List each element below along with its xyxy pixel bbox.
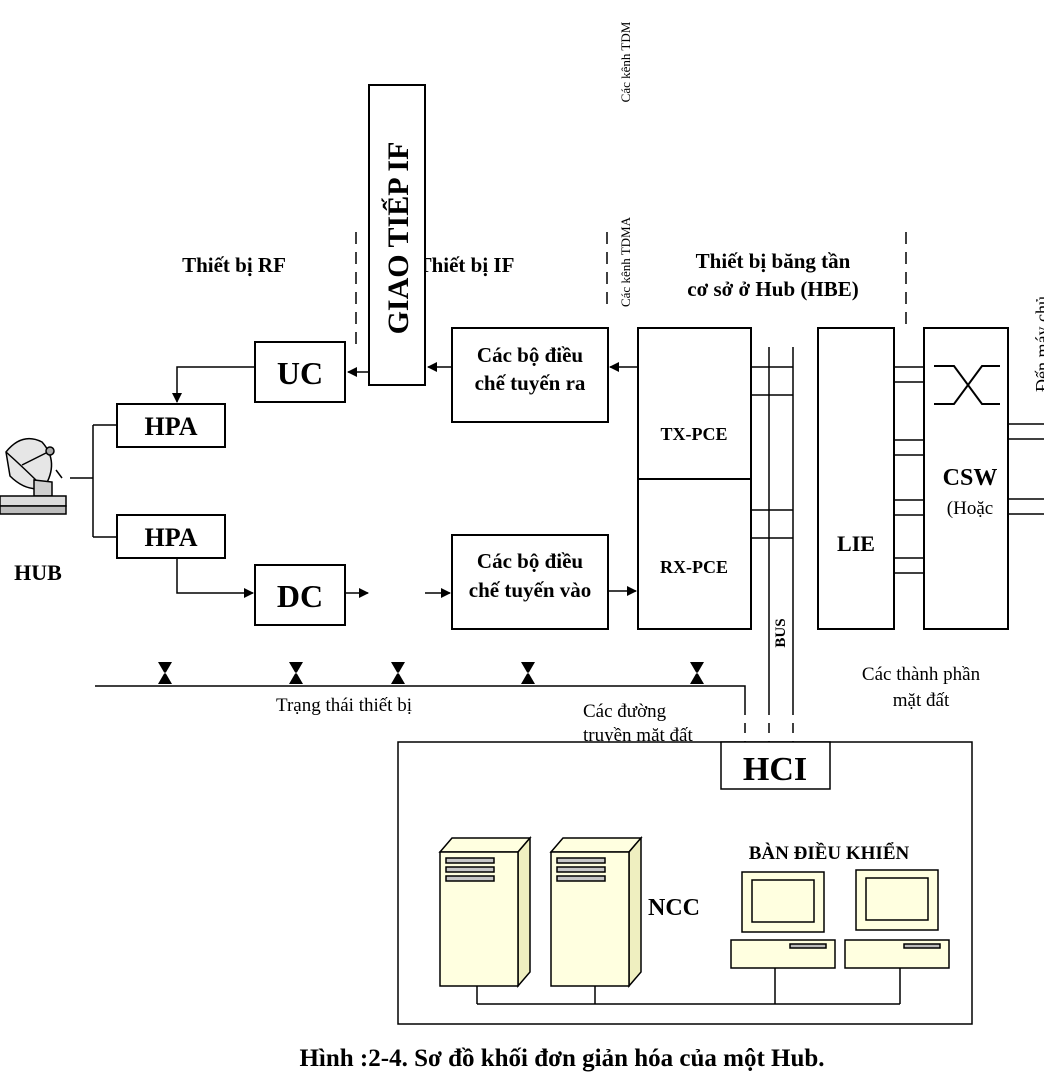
terrestrial-lines-label-1: Các đường <box>583 701 667 722</box>
terrestrial-lines-label-2: truyền mặt đất <box>583 725 693 746</box>
equipment-status-label: Trạng thái thiết bị <box>276 695 412 716</box>
csw-outputs <box>1008 423 1044 515</box>
csw-label: CSW <box>943 465 998 491</box>
hbe-label-line1: Thiết bị băng tần <box>696 249 851 273</box>
tx-pce-label: TX-PCE <box>661 424 728 444</box>
hub-label: HUB <box>14 560 62 585</box>
rf-equipment-label: Thiết bị RF <box>182 253 286 277</box>
pce-bus-stubs <box>751 366 793 539</box>
signal-flow <box>70 362 638 598</box>
section-dividers <box>355 232 907 345</box>
rx-pce-block <box>637 478 752 630</box>
figure-caption: Hình :2-4. Sơ đồ khối đơn giản hóa của m… <box>299 1045 824 1072</box>
hpa-bottom-label: HPA <box>145 523 198 552</box>
server-icon <box>438 835 532 989</box>
inbound-modulator-block <box>451 534 609 630</box>
if-interface-label: GIAO TIẾP IF <box>381 142 415 335</box>
lie-csw-links <box>894 366 924 574</box>
server-icon <box>549 835 643 989</box>
tdma-channels-label: Các kênh TDMA <box>618 216 633 307</box>
lie-block <box>817 327 895 630</box>
console-label: BÀN ĐIỀU KHIỂN <box>749 842 910 864</box>
hpa-top-label: HPA <box>145 412 198 441</box>
if-interface-block <box>368 84 426 386</box>
hpa-top-block <box>116 403 226 448</box>
equipment-status-line <box>95 685 746 705</box>
csw-sublabel: (Hoặc <box>947 498 993 519</box>
csw-block <box>923 327 1009 630</box>
inbound-modulator-line2: chế tuyến vào <box>469 578 592 602</box>
hci-title-box <box>720 741 831 790</box>
dc-label: DC <box>277 578 323 614</box>
lie-label: LIE <box>837 531 875 556</box>
bus-label: BUS <box>773 618 789 647</box>
hci-label: HCI <box>743 751 807 788</box>
uc-block <box>254 341 346 403</box>
ground-components-label-2: mặt đất <box>893 690 950 711</box>
outbound-modulator-block <box>451 327 609 423</box>
outbound-modulator-line1: Các bộ điều <box>477 343 584 367</box>
uc-label: UC <box>277 355 323 391</box>
bus-dashed-extensions <box>744 705 794 742</box>
computer-icon <box>844 869 950 969</box>
bus-lines <box>768 347 794 705</box>
tdm-channels-label: Các kênh TDM <box>618 21 633 102</box>
crossover-switch-icon <box>934 365 1000 405</box>
hbe-label-line2: cơ sở ở Hub (HBE) <box>687 277 858 301</box>
outbound-modulator-line2: chế tuyến ra <box>475 371 586 395</box>
computer-icon <box>730 871 836 969</box>
ground-components-label-1: Các thành phần <box>862 664 981 685</box>
status-markers <box>158 662 704 684</box>
inbound-modulator-line1: Các bộ điều <box>477 549 584 573</box>
if-equipment-label: Thiết bị IF <box>418 253 515 277</box>
rx-pce-label: RX-PCE <box>660 557 728 577</box>
tx-pce-block <box>637 327 752 480</box>
satellite-dish-icon <box>0 437 67 515</box>
lan-line <box>476 968 901 1005</box>
right-edge-label: Đến máy chủ <box>1032 296 1044 392</box>
ncc-label: NCC <box>648 895 700 921</box>
dc-block <box>254 564 346 626</box>
